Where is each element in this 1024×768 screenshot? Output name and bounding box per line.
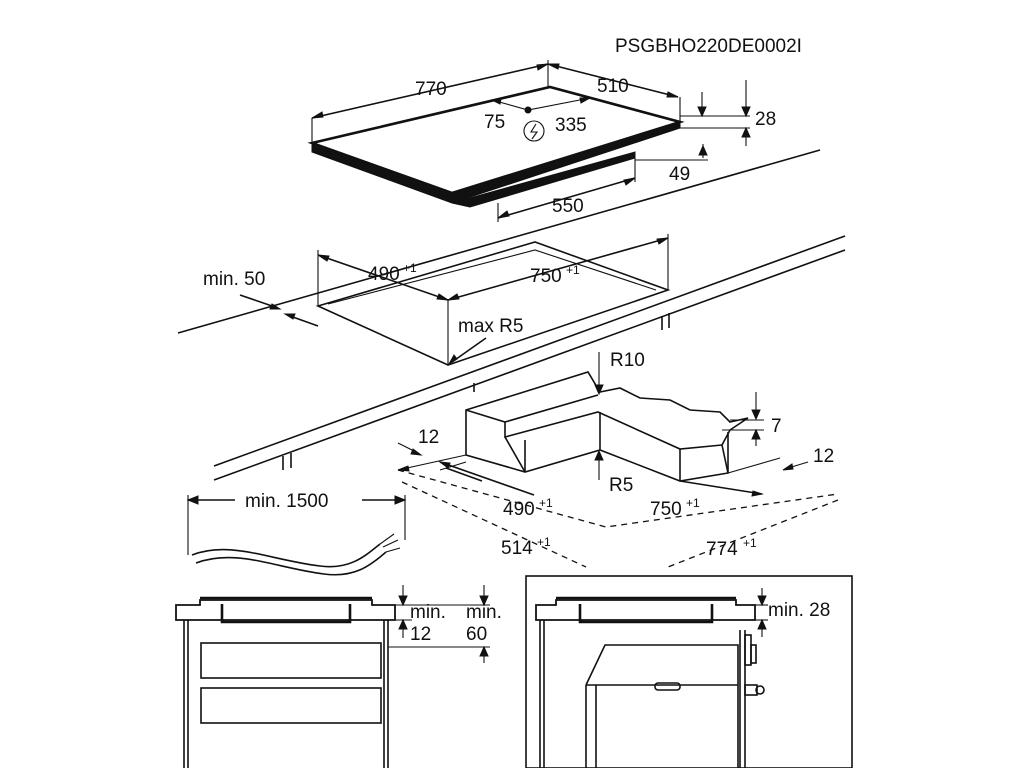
- power-symbol-icon: [523, 120, 545, 142]
- frame-detail: R10 R5 7 12 12 490 +1 750 +1: [397, 350, 839, 568]
- hob-thickness-label: 28: [755, 109, 776, 130]
- document-code: PSGBHO220DE0002I: [615, 36, 802, 57]
- cable-length-label: min. 1500: [245, 491, 328, 512]
- install-left-depth-prefix: min.: [466, 602, 502, 623]
- frame-outer-depth-label: 514: [501, 538, 533, 559]
- install-left-gap-value: 12: [410, 624, 431, 645]
- hob-box-height-label: 49: [669, 164, 690, 185]
- hob-box-width-label: 550: [552, 196, 584, 217]
- frame-radius-top-label: R10: [610, 350, 645, 371]
- install-left-gap-prefix: min.: [410, 602, 446, 623]
- install-right: min. 28: [525, 575, 853, 768]
- svg-text:+1: +1: [537, 535, 551, 549]
- cutout-radius-label: max R5: [458, 316, 523, 337]
- hob-drawing: 770 510 28 49 550 75 335: [307, 60, 776, 222]
- svg-text:+1: +1: [743, 536, 757, 550]
- cable-drawing: min. 1500: [186, 491, 407, 576]
- frame-height-label: 7: [771, 416, 782, 437]
- connection-left-label: 75: [484, 112, 505, 133]
- cutout-width-label: 750: [530, 266, 562, 287]
- svg-text:+1: +1: [686, 496, 700, 510]
- svg-text:+1: +1: [403, 261, 417, 275]
- cutout-min-edge-label: min. 50: [203, 269, 265, 290]
- frame-left-gap-label: 12: [418, 427, 439, 448]
- frame-right-gap-label: 12: [813, 446, 834, 467]
- install-left-depth-value: 60: [466, 624, 487, 645]
- svg-text:+1: +1: [566, 263, 580, 277]
- frame-outer-width-label: 774: [706, 539, 738, 560]
- svg-text:+1: +1: [539, 496, 553, 510]
- worktop-drawing: 490 +1 750 +1 min. 50 max R5: [177, 149, 846, 481]
- hob-width-label: 770: [415, 79, 447, 100]
- frame-radius-bottom-label: R5: [609, 475, 633, 496]
- connection-right-label: 335: [555, 115, 587, 136]
- cutout-depth-label: 490: [368, 264, 400, 285]
- hob-depth-label: 510: [597, 76, 629, 97]
- hob-underside: [451, 151, 636, 208]
- frame-inner-width-label: 750: [650, 499, 682, 520]
- install-left: min. 12 min. 60: [175, 585, 502, 768]
- frame-outline: [465, 371, 749, 482]
- frame-inner-depth-label: 490: [503, 499, 535, 520]
- install-right-gap-label: min. 28: [768, 600, 830, 621]
